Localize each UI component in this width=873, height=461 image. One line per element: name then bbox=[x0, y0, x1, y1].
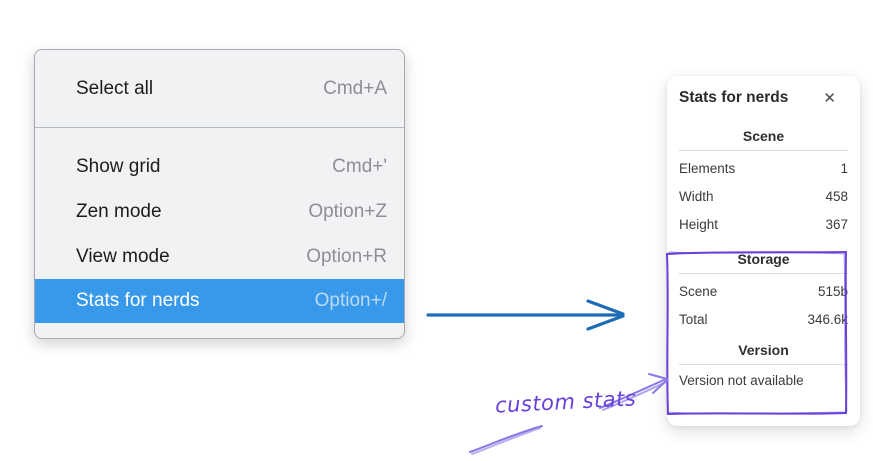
menu-item-select-all[interactable]: Select all Cmd+A bbox=[35, 50, 404, 127]
menu-item-zen-mode[interactable]: Zen mode Option+Z bbox=[35, 189, 404, 234]
menu-section: Show grid Cmd+' Zen mode Option+Z View m… bbox=[35, 128, 404, 338]
menu-item-shortcut: Option+Z bbox=[308, 200, 387, 222]
stat-label: Elements bbox=[679, 161, 736, 176]
version-section-heading: Version bbox=[738, 342, 789, 358]
section-divider bbox=[679, 150, 848, 151]
stat-row-scene-storage: Scene 515b bbox=[679, 278, 848, 306]
hand-drawn-underline bbox=[469, 425, 543, 455]
context-menu: Select all Cmd+A Show grid Cmd+' Zen mod… bbox=[34, 49, 405, 339]
stat-row-total-storage: Total 346.6k bbox=[679, 306, 848, 334]
stat-value: 458 bbox=[825, 189, 848, 204]
menu-divider bbox=[35, 127, 404, 128]
stat-label: Scene bbox=[679, 284, 718, 299]
custom-stats-annotation: custom stats bbox=[494, 386, 637, 418]
stat-row-width: Width 458 bbox=[679, 183, 848, 211]
stat-value: 1 bbox=[840, 161, 848, 176]
menu-item-shortcut: Cmd+A bbox=[323, 77, 387, 99]
storage-section-heading: Storage bbox=[737, 251, 790, 267]
scene-section-rows: Elements 1 Width 458 Height 367 bbox=[679, 155, 848, 239]
menu-item-label: Zen mode bbox=[76, 200, 162, 222]
stat-value: 367 bbox=[825, 217, 848, 232]
stat-row-height: Height 367 bbox=[679, 211, 848, 239]
stat-label: Total bbox=[679, 312, 708, 327]
menu-item-label: Stats for nerds bbox=[76, 290, 200, 311]
menu-item-stats-for-nerds[interactable]: Stats for nerds Option+/ bbox=[35, 279, 404, 323]
menu-item-label: Select all bbox=[76, 77, 154, 99]
menu-item-show-grid[interactable]: Show grid Cmd+' bbox=[35, 144, 404, 189]
menu-item-shortcut: Cmd+' bbox=[332, 155, 387, 177]
close-icon[interactable]: ✕ bbox=[823, 89, 836, 107]
version-note: Version not available bbox=[679, 373, 804, 388]
stat-label: Height bbox=[679, 217, 719, 232]
menu-item-label: Show grid bbox=[76, 155, 161, 177]
section-divider bbox=[679, 273, 848, 274]
stats-panel-title: Stats for nerds bbox=[679, 89, 789, 106]
menu-item-label: View mode bbox=[76, 245, 170, 267]
pointer-arrow bbox=[426, 299, 625, 331]
stat-value: 346.6k bbox=[807, 312, 848, 327]
menu-item-shortcut: Option+R bbox=[306, 245, 387, 267]
menu-item-view-mode[interactable]: View mode Option+R bbox=[35, 234, 404, 279]
stats-panel: Stats for nerds ✕ Scene Elements 1 Width… bbox=[667, 76, 860, 426]
stat-value: 515b bbox=[817, 284, 848, 299]
storage-section-rows: Scene 515b Total 346.6k bbox=[679, 278, 848, 334]
stat-row-elements: Elements 1 bbox=[679, 155, 848, 183]
stats-panel-header: Stats for nerds ✕ bbox=[679, 88, 848, 108]
section-divider bbox=[679, 364, 848, 365]
scene-section-heading: Scene bbox=[742, 128, 785, 144]
stat-label: Width bbox=[679, 189, 714, 204]
menu-item-shortcut: Option+/ bbox=[314, 290, 387, 311]
